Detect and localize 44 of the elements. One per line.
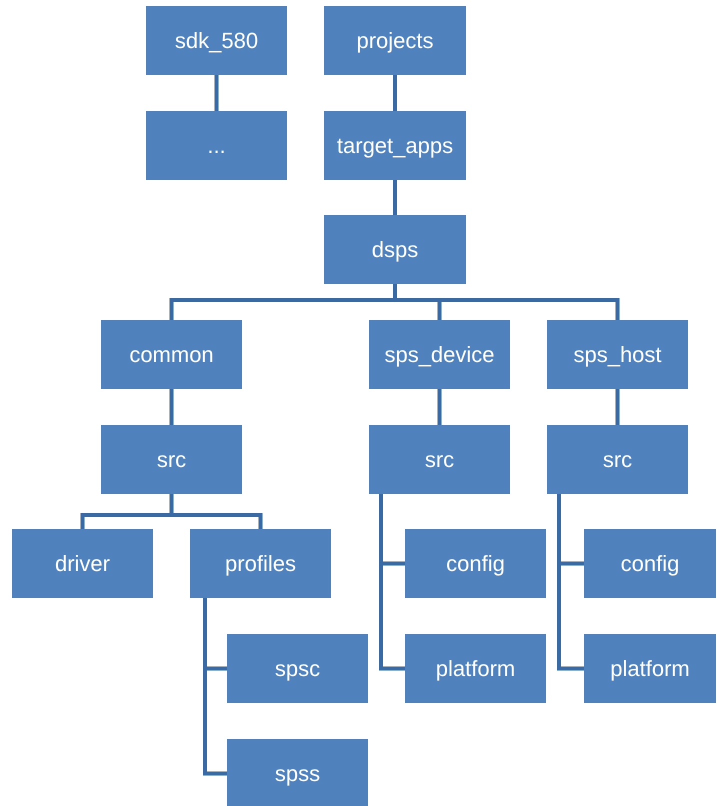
- folder-name: config: [620, 550, 680, 576]
- connector-line: [393, 180, 397, 215]
- folder-name: projects: [356, 28, 434, 54]
- folder-box: [324, 6, 466, 75]
- folder-name: target_apps: [336, 132, 454, 158]
- connector-line: [616, 389, 620, 425]
- folder-name: platform: [610, 656, 690, 682]
- connector-line: [214, 75, 218, 111]
- folder-name: platform: [436, 656, 516, 682]
- folder-box: [369, 425, 510, 494]
- folder-box: [324, 111, 466, 180]
- folder-name: sps_device: [384, 342, 495, 368]
- folder-box: [146, 6, 287, 75]
- connector-line: [438, 389, 442, 425]
- folder-name: src: [602, 446, 632, 472]
- folder-name: src: [156, 446, 186, 472]
- folder-box: [584, 634, 716, 703]
- folder-box: [547, 320, 688, 389]
- folder-name: src: [424, 446, 454, 472]
- folder-box: [369, 320, 510, 389]
- folder-name: driver: [54, 550, 110, 576]
- folder-box: [146, 111, 287, 180]
- folder-box: [405, 634, 546, 703]
- folder-box: [324, 215, 466, 284]
- connector-line: [393, 75, 397, 111]
- folder-name: spss: [274, 760, 320, 786]
- folder-box: [405, 529, 546, 598]
- folder-box: [101, 425, 242, 494]
- folder-name: ...: [207, 132, 226, 158]
- folder-box: [547, 425, 688, 494]
- folder-box: [584, 529, 716, 598]
- folder-box: [227, 634, 368, 703]
- folder-name: sps_host: [573, 342, 662, 368]
- folder-name: config: [446, 550, 505, 576]
- folder-box: [190, 529, 331, 598]
- folder-name: common: [129, 342, 214, 368]
- folder-name: profiles: [225, 550, 296, 576]
- folder-name: sdk_580: [174, 28, 258, 54]
- folder-box: [227, 739, 368, 806]
- folder-box: [101, 320, 242, 389]
- folder-name: spsc: [274, 656, 320, 682]
- folder-name: dsps: [372, 236, 418, 262]
- folder-box: [12, 529, 153, 598]
- connector-line: [170, 389, 174, 425]
